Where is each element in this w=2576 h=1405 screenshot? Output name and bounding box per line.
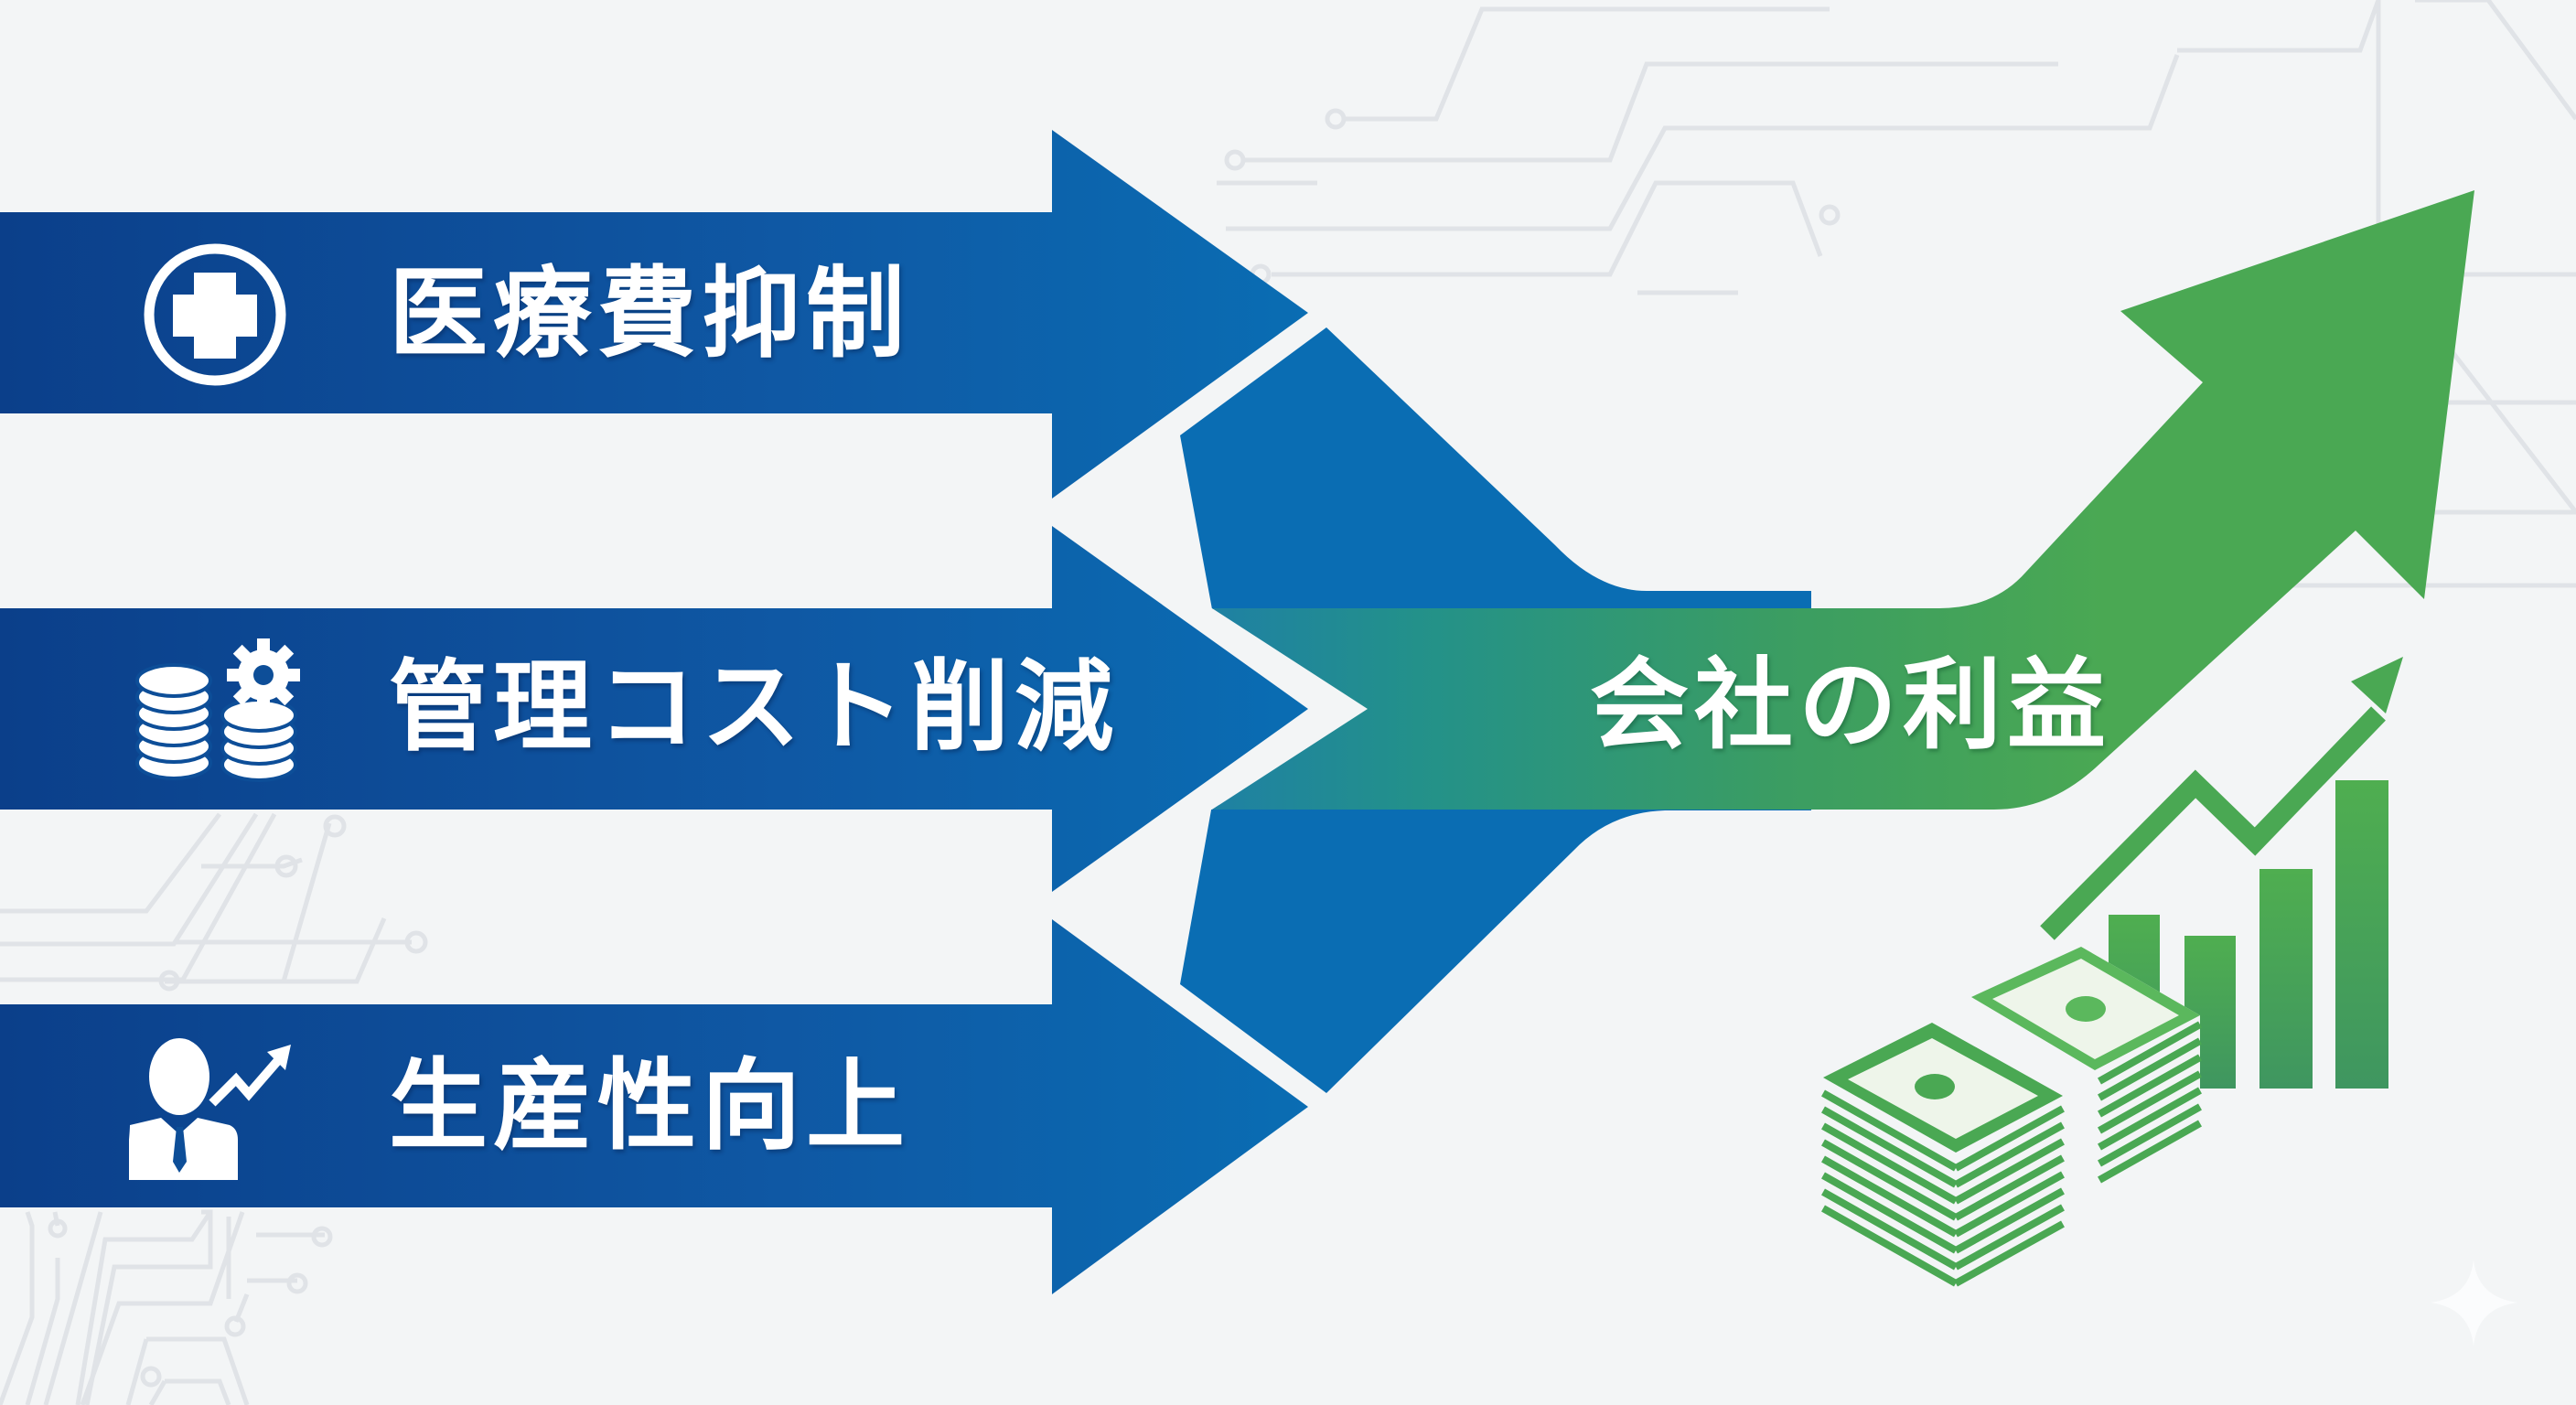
gear-icon [227,638,300,712]
sparkle-icon [2431,1260,2517,1346]
input-arrow-medical [0,130,1308,499]
person-growth-icon [129,1038,291,1180]
input-arrow-productivity [0,919,1308,1294]
money-growth-chart-icon [1821,657,2403,1288]
input-label-medical-cost: 医療費抑制 [389,257,911,371]
merge-strip-lower [1180,805,1811,1093]
input-label-productivity: 生産性向上 [389,1049,911,1164]
merge-strip-upper-visible [1180,327,1811,609]
output-arrow-profit [1212,190,2474,810]
medical-cross-icon [144,243,286,386]
input-label-admin-cost: 管理コスト削減 [389,650,1120,765]
output-label-profit: 会社の利益 [1590,649,2112,763]
input-arrow-admin-cost [0,526,1308,892]
coins-gear-icon [135,663,297,782]
